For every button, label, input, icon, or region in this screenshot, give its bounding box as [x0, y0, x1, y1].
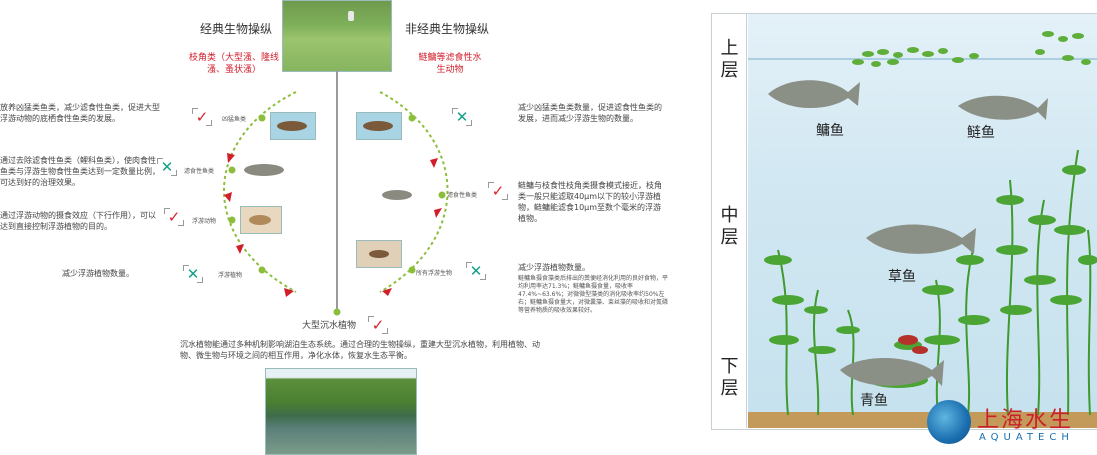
- predator-fish-photo-right: [356, 112, 402, 140]
- check-icon: ✓: [368, 316, 388, 334]
- left-note-2: 通过去除滤食性鱼类（鲤科鱼类），使肉食性鱼类与浮游生物食性鱼类达到一定数量比例，…: [0, 155, 160, 188]
- plankton-photo: [356, 240, 402, 268]
- chain-left-1: 凶猛鱼类: [222, 114, 246, 125]
- chain-left-4: 浮游植物: [218, 270, 242, 281]
- left-note-3: 通过浮游动物的摄食效应（下行作用），可以达到直接控制浮游植物的目的。: [0, 210, 160, 232]
- cross-icon: ✕: [452, 108, 472, 126]
- filter-fish-image-right: [382, 190, 412, 200]
- right-note-4: 鲢鳙鱼摄食藻类后排出的粪便经消化利用的良好食物，平均利用率达71.3%；鲢鳙鱼摄…: [518, 275, 668, 315]
- fish-label-silver: 鲢鱼: [967, 122, 995, 142]
- cross-icon: ✕: [157, 158, 177, 176]
- check-icon: ✓: [192, 108, 212, 126]
- cross-icon: ✕: [466, 262, 486, 280]
- chain-left-3: 浮游动物: [192, 216, 216, 227]
- submerged-plant-label: 大型沉水植物: [302, 321, 356, 332]
- chain-right-3: 所有浮游生物: [416, 268, 452, 279]
- layer-lower: 下层: [713, 356, 746, 400]
- lake-photo-bottom: [265, 368, 417, 455]
- left-note-1: 放养凶猛类鱼类，减少滤食性鱼类，促进大型浮游动物的底栖食性鱼类的发展。: [0, 102, 160, 124]
- fish-label-grass: 草鱼: [888, 266, 916, 286]
- right-note-3: 减少浮游植物数量。: [518, 262, 668, 273]
- right-note-1: 减少凶猛类鱼类数量，促进滤食性鱼类的发展，进而减少浮游生物的数量。: [518, 102, 668, 124]
- bottom-description: 沉水植物能通过多种机制影响湖泊生态系统。通过合理的生物操纵，重建大型沉水植物，利…: [180, 339, 550, 361]
- fish-label-black: 青鱼: [860, 390, 888, 410]
- zooplankton-photo: [240, 206, 282, 234]
- fish-label-bighead: 鳙鱼: [816, 120, 844, 140]
- layer-upper: 上层: [713, 38, 746, 82]
- chain-right-2: 滤食性鱼类: [447, 190, 477, 201]
- right-note-2: 鲢鳙与枝食性枝角类摄食模式接近，枝角类一般只能滤取40μm以下的较小浮游植物，鲢…: [518, 180, 668, 224]
- logo-emblem-icon: [927, 400, 971, 444]
- layer-middle: 中层: [713, 205, 746, 249]
- company-logo: 上海水生 AQUATECH: [923, 398, 1095, 452]
- left-note-4: 减少浮游植物数量。: [62, 268, 172, 279]
- filter-fish-image: [244, 164, 284, 176]
- predator-fish-photo: [270, 112, 316, 140]
- fish-shapes: [748, 14, 1097, 414]
- check-icon: ✓: [488, 182, 508, 200]
- logo-english: AQUATECH: [979, 432, 1074, 443]
- cross-icon: ✕: [183, 265, 203, 283]
- check-icon: ✓: [164, 208, 184, 226]
- logo-chinese: 上海水生: [977, 402, 1073, 434]
- chain-left-2: 滤食性鱼类: [184, 166, 214, 177]
